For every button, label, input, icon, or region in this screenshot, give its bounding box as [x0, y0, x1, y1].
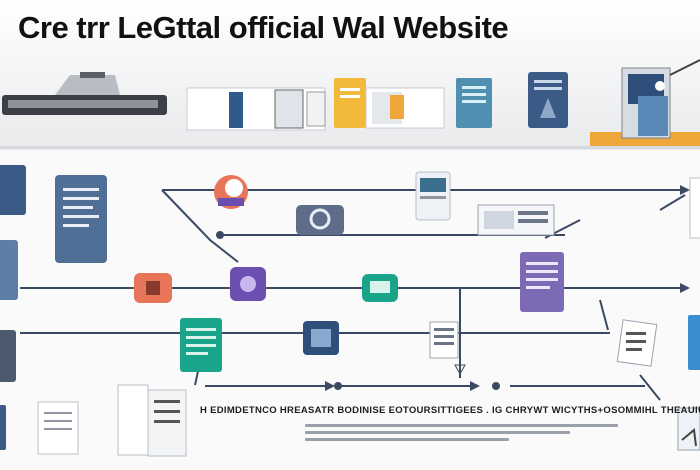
stacked-paper-node: [616, 319, 658, 367]
navy-document-icon: [528, 72, 568, 128]
left-edge-document-icons: [0, 165, 26, 450]
profile-node-icon: [214, 175, 248, 209]
teal-document-icon: [456, 78, 492, 128]
header-divider: [0, 146, 700, 149]
monitor-node-icon: [415, 171, 451, 221]
scanner-device-icon: [2, 72, 167, 115]
form-document-node: [429, 321, 459, 359]
teal-document-node: [180, 318, 222, 372]
header-document-strip: [186, 87, 326, 131]
kiosk-machine-icon: [590, 59, 700, 146]
small-arrow-icon: [681, 428, 697, 447]
flow-connectors: [20, 189, 686, 401]
diagram-caption: H EDIMDETNCO HREASATR BODINISE EOTOURSIT…: [200, 405, 700, 416]
teal-process-node: [362, 274, 398, 302]
navy-process-node: [303, 321, 339, 355]
flow-diagram: [0, 150, 700, 470]
purple-document-node: [520, 252, 564, 312]
screen-panel-node: [477, 204, 555, 236]
gear-badge-node: [296, 205, 344, 235]
page-title: Cre trr LeGttal official Wal Website: [18, 10, 509, 45]
caption-fine-print: [305, 420, 645, 448]
folder-document-icon: [334, 78, 445, 129]
purple-process-node: [230, 267, 266, 301]
arrow-heads: [216, 185, 690, 391]
coral-process-node: [134, 273, 172, 303]
bottom-paper-documents: [37, 384, 187, 457]
large-document-icon: [55, 175, 107, 263]
